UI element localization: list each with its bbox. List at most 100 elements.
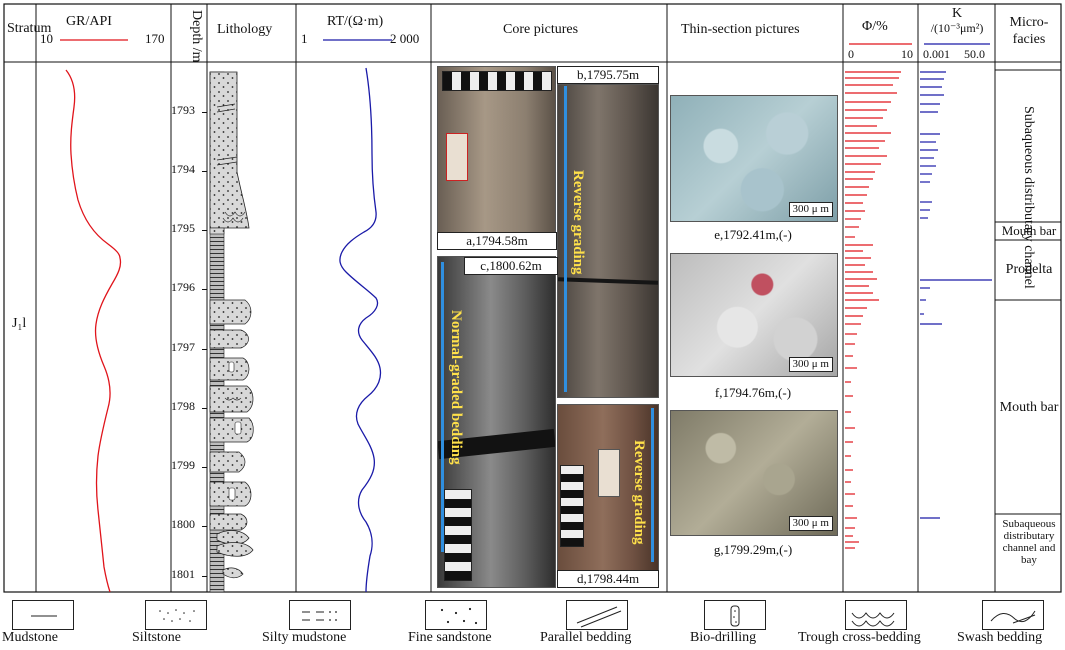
core-photo-d [557, 404, 659, 572]
sand-lens-3 [222, 567, 244, 579]
header-core: Core pictures [503, 22, 579, 37]
legend-swatch-mudstone [12, 600, 74, 630]
depth-tick-mark [202, 171, 207, 172]
depth-tick-mark [202, 467, 207, 468]
legend-swatch-fine-sandstone [425, 600, 487, 630]
core-b-text: Reverse grading [570, 170, 586, 275]
depth-tick-1799: 1799 [171, 458, 195, 472]
core-photo-c [437, 256, 556, 588]
depth-tick-1795: 1795 [171, 221, 195, 235]
core-photo-b [557, 84, 659, 398]
legend-label: Siltstone [132, 630, 182, 645]
core-photo-a [437, 66, 556, 234]
core-photo-b-crack [558, 277, 658, 285]
depth-tick-1796: 1796 [171, 280, 195, 294]
core-label-d: d,1798.44m [557, 570, 659, 588]
depth-tick-1801: 1801 [171, 567, 195, 581]
header-phi: Φ/% [862, 19, 888, 34]
depth-tick-1793: 1793 [171, 103, 195, 117]
sand-lens-2 [216, 542, 254, 557]
stratum-label: J₁l [12, 316, 27, 331]
header-gr: GR/API [66, 14, 112, 29]
header-thin: Thin-section pictures [681, 22, 800, 37]
core-label-a: a,1794.58m [437, 232, 557, 250]
sand-bed-5 [209, 417, 254, 443]
depth-tick-mark [202, 526, 207, 527]
core-photo-d-scalebar [560, 465, 584, 547]
k-min-label: 0.001 [923, 47, 950, 61]
core-c-text: Normal-graded bedding [448, 310, 464, 465]
depth-tick-mark [202, 408, 207, 409]
legend-swatch-siltstone [145, 600, 207, 630]
k-max-label: 50.0 [964, 47, 985, 61]
header-lithology: Lithology [217, 22, 273, 37]
phi-bars [845, 71, 901, 549]
thin-f-scale: 300 μ m [788, 357, 833, 372]
rt-curve-track [339, 67, 382, 592]
core-photo-d-tag [598, 449, 620, 497]
gr-curve-track [65, 69, 122, 592]
header-k: K [951, 6, 963, 21]
thin-label-g: g,1799.29m,(-) [713, 542, 793, 557]
core-photo-a-scalebar [442, 71, 552, 91]
microfacies-2: Mouth bar [1001, 223, 1057, 238]
core-b-arrow [564, 86, 567, 392]
header-k-unit: /(10⁻³μm²) [930, 21, 984, 35]
gr-max-label: 170 [145, 31, 165, 46]
depth-tick-mark [202, 112, 207, 113]
depth-tick-mark [202, 576, 207, 577]
depth-tick-1800: 1800 [171, 517, 195, 531]
header-depth: Depth /m [176, 10, 204, 63]
sandstone-body-main [209, 71, 250, 229]
core-photo-a-tag [446, 133, 468, 181]
core-photo-c-scalebar [444, 489, 472, 581]
thin-e-scale: 300 μ m [788, 202, 833, 217]
lithology-column [209, 71, 254, 592]
core-d-arrow [651, 408, 654, 562]
header-stratum: Stratum [7, 21, 52, 36]
thin-g-scale: 300 μ m [788, 516, 833, 531]
thin-section-g: 300 μ m [670, 410, 838, 536]
microfacies-5: Subaqueous distributary channel and bay [1002, 518, 1056, 566]
legend-swatch-silty-mudstone [289, 600, 351, 630]
depth-tick-mark [202, 230, 207, 231]
core-c-arrow [441, 262, 444, 552]
microfacies-3: Prodelta [1005, 262, 1053, 277]
depth-tick-mark [202, 349, 207, 350]
thin-label-e: e,1792.41m,(-) [714, 227, 792, 242]
legend-swatch-parallel-bedding [566, 600, 628, 630]
legend-swatch-swash-bedding [982, 600, 1044, 630]
core-d-text: Reverse grading [631, 440, 647, 545]
rt-max-label: 2 000 [390, 31, 420, 46]
header-microfacies: Micro-facies [1009, 15, 1049, 47]
microfacies-4: Mouth bar [999, 400, 1059, 415]
microfacies-1: Subaqueous distributary channel [1021, 106, 1037, 289]
sand-lens-1 [216, 530, 250, 545]
sand-bed-6 [209, 451, 246, 473]
depth-tick-1794: 1794 [171, 162, 195, 176]
legend-label: Trough cross-bedding [798, 630, 921, 645]
gr-min-label: 10 [40, 31, 53, 46]
legend-swatch-trough-cross-bedding [845, 600, 907, 630]
sand-bed-2 [209, 329, 249, 349]
legend-swatch-bio-drilling [704, 600, 766, 630]
header-depth-text: Depth /m [189, 10, 204, 63]
depth-tick-1797: 1797 [171, 340, 195, 354]
legend-label: Parallel bedding [540, 630, 632, 645]
depth-tick-1798: 1798 [171, 399, 195, 413]
gr-curve [65, 69, 122, 592]
k-bars [920, 71, 992, 519]
rt-curve [339, 67, 382, 592]
legend-label: Mudstone [2, 630, 58, 645]
depth-scale: 1793 1794 1795 1796 1797 1798 1799 1800 1801 [171, 62, 207, 592]
legend-label: Silty mudstone [262, 630, 347, 645]
sand-bed-1 [209, 299, 252, 325]
depth-tick-mark [202, 289, 207, 290]
phi-min-label: 0 [848, 47, 854, 61]
phi-max-label: 10 [901, 47, 913, 61]
legend-label: Bio-drilling [690, 630, 757, 645]
core-label-b: b,1795.75m [557, 66, 659, 84]
sand-bed-8 [209, 513, 248, 531]
